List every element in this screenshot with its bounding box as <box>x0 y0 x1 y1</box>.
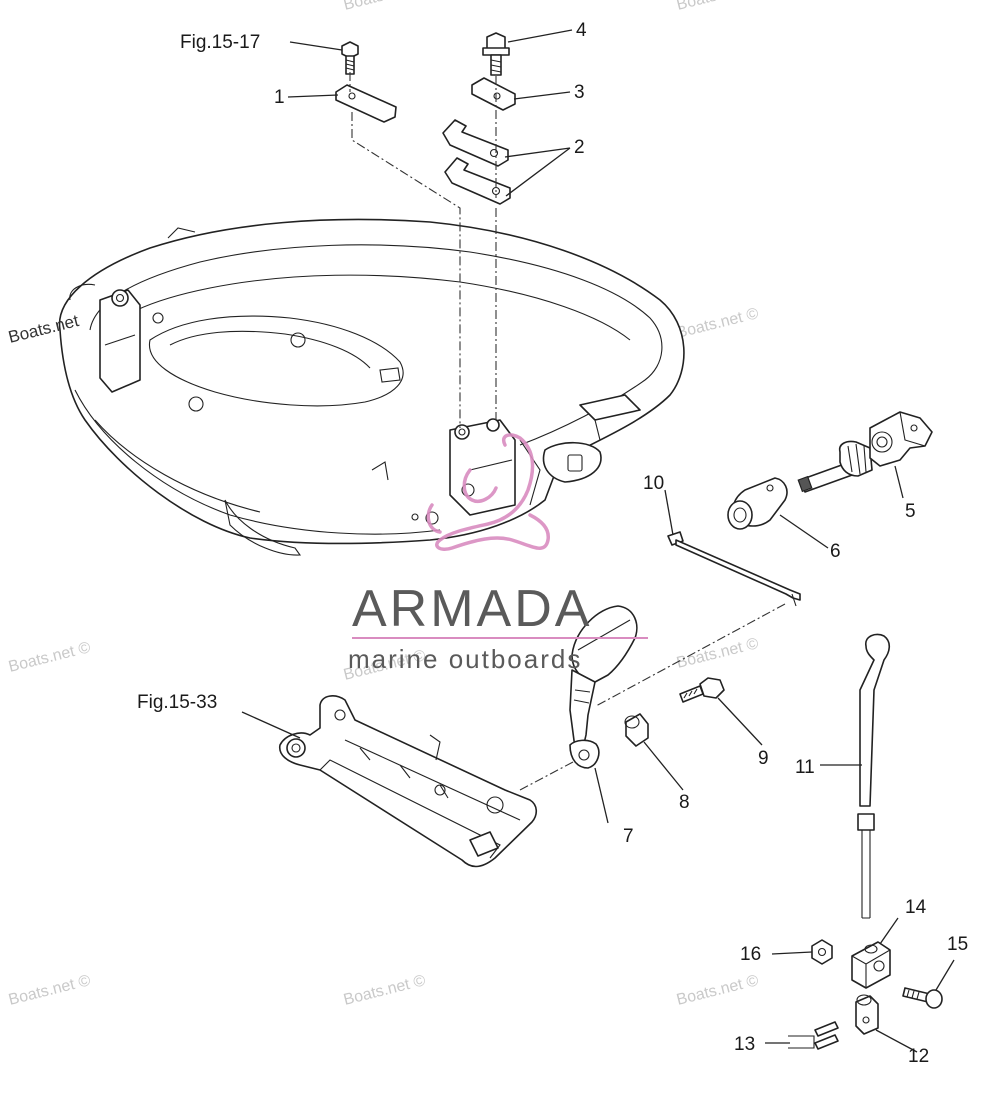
watermark-text: Boats.net © <box>7 972 93 1009</box>
bottom-cowling <box>58 218 685 556</box>
figure-reference-label: Fig.15-33 <box>137 692 217 713</box>
part-6-bush <box>727 477 788 530</box>
callout-6: 6 <box>830 541 841 562</box>
callout-5: 5 <box>905 501 916 522</box>
callout-12: 12 <box>908 1046 929 1067</box>
callout-10: 10 <box>643 473 664 494</box>
part-4-bolt <box>482 32 510 76</box>
assembly-line <box>595 603 786 707</box>
callout-13: 13 <box>734 1034 755 1055</box>
callout-labels: Fig.15-17 1 4 3 2 5 6 10 7 8 9 11 Fig.15… <box>137 20 968 1067</box>
part-7-shift-lever <box>569 605 638 769</box>
callout-8: 8 <box>679 792 690 813</box>
callout-3: 3 <box>574 82 585 103</box>
part-1-plate <box>335 84 397 123</box>
part-15-screw <box>902 987 943 1009</box>
part-13-pins <box>788 1021 839 1050</box>
watermark-text: Boats.net © <box>342 972 428 1009</box>
callout-4: 4 <box>576 20 587 41</box>
callout-15: 15 <box>947 934 968 955</box>
watermark-text: Boats.net <box>675 0 745 14</box>
armada-logo: ARMADA marine outboards <box>348 433 648 674</box>
watermark-text: Boats.net © <box>675 972 761 1009</box>
leader-lines <box>241 29 955 1053</box>
part-8-collar <box>624 713 649 747</box>
watermark-text: Boats.net © <box>7 639 93 676</box>
part-11-shift-rod <box>857 633 891 919</box>
part-3-clip <box>471 77 516 111</box>
logo-mark <box>426 433 550 552</box>
watermark-text: Boats.net <box>342 0 412 14</box>
part-2-brackets <box>442 119 511 205</box>
assembly-line <box>519 761 574 791</box>
figure-reference-label: Fig.15-17 <box>180 32 260 53</box>
part-5-shift-shaft <box>797 411 933 493</box>
assembly-line <box>351 112 461 428</box>
callout-7: 7 <box>623 826 634 847</box>
watermark-text: Boats.net © <box>675 305 761 342</box>
part-12-collar <box>855 994 879 1035</box>
part-9-bolt <box>679 677 725 703</box>
part-16-nut <box>811 939 833 965</box>
bolt-fig-15-17 <box>341 41 359 75</box>
callout-2: 2 <box>574 137 585 158</box>
callout-1: 1 <box>274 87 285 108</box>
part-14-joint-block <box>851 941 891 989</box>
callout-14: 14 <box>905 897 927 918</box>
bracket-fig-15-33 <box>278 695 538 868</box>
callout-16: 16 <box>740 944 761 965</box>
logo-tagline: marine outboards <box>348 644 582 674</box>
logo-wordmark: ARMADA <box>352 580 592 638</box>
callout-9: 9 <box>758 748 769 769</box>
callout-11: 11 <box>795 757 815 778</box>
part-10-link-rod <box>667 531 801 607</box>
